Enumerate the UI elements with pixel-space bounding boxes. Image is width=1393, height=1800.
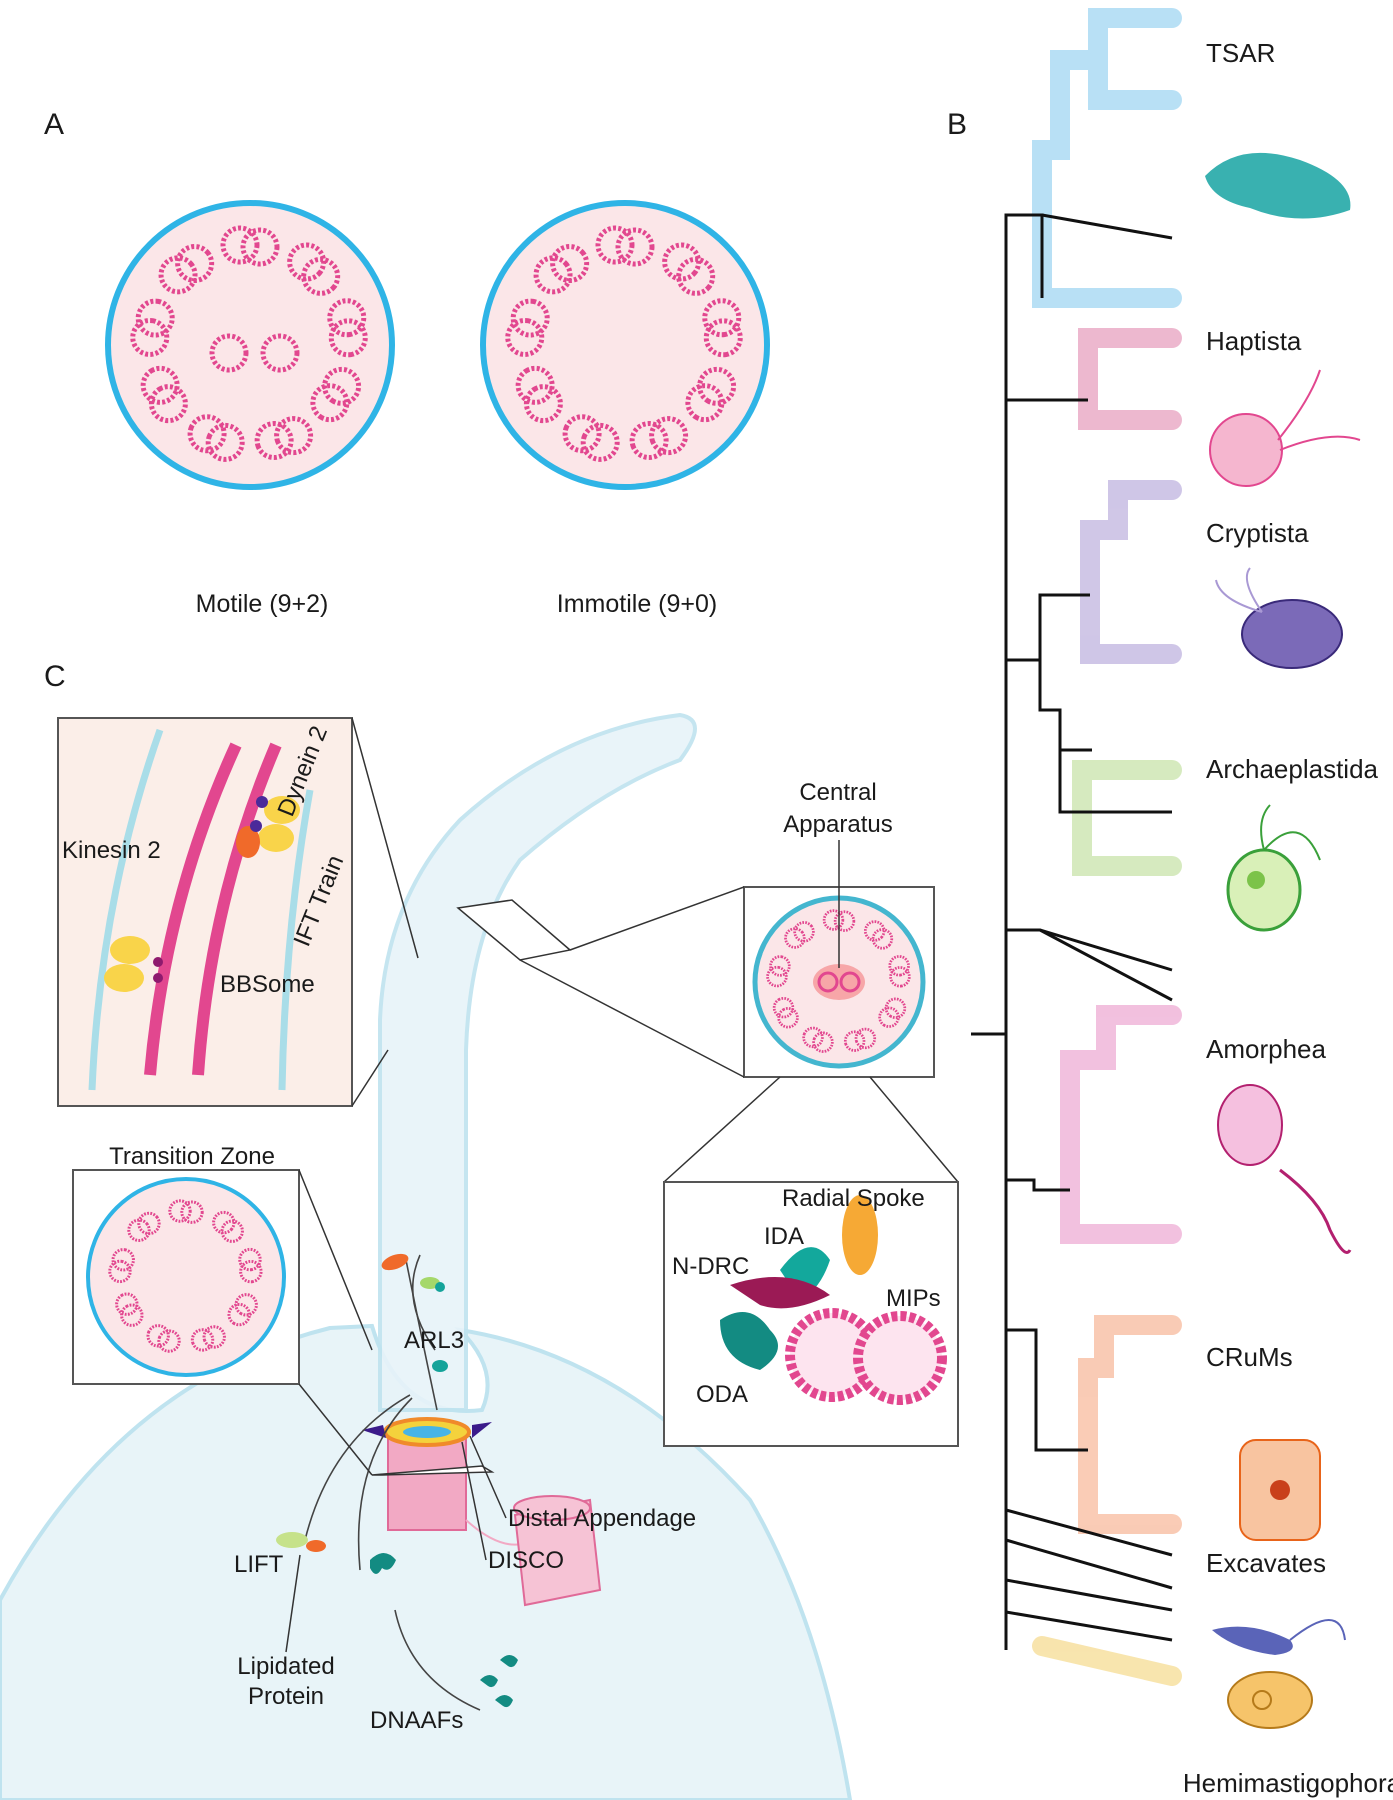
crums-nucleus-icon	[1270, 1480, 1290, 1500]
label-arl3: ARL3	[404, 1327, 464, 1354]
ift-inset	[57, 717, 353, 1107]
transition-zone-inset	[72, 1169, 300, 1385]
clade-label-cryptista: Cryptista	[1206, 518, 1309, 548]
central-apparatus-inset	[743, 886, 935, 1078]
label-lipidated: Lipidated	[237, 1653, 334, 1680]
label-central: Central	[799, 779, 876, 806]
amorphea-cell-icon	[1217, 1084, 1283, 1166]
archaeplastida-flagella-icon	[1260, 804, 1321, 861]
label-oda: ODA	[696, 1381, 748, 1408]
distal-appendage-pointer	[469, 1435, 507, 1519]
immotile-caption: Immotile (9+0)	[557, 590, 717, 618]
clade-label-archaeplastida: Archaeplastida	[1206, 754, 1379, 784]
label-ndrc: N-DRC	[672, 1253, 749, 1280]
clade-label-crums: CRuMs	[1206, 1342, 1293, 1372]
haptista-cell-icon	[1209, 413, 1283, 487]
motile-axoneme	[105, 200, 395, 490]
label-mips: MIPs	[886, 1285, 941, 1312]
amorphea-flagellum-icon	[1279, 1168, 1352, 1254]
panel-label-a: A	[44, 108, 64, 141]
label-disco: DISCO	[488, 1547, 564, 1574]
hemimastigophora-nucleus-icon	[1252, 1690, 1272, 1710]
clade-label-excavates: Excavates	[1206, 1548, 1326, 1578]
clade-label-tsar: TSAR	[1206, 38, 1275, 68]
clade-label-amorphea: Amorphea	[1206, 1034, 1326, 1064]
transport-arrows	[304, 1254, 481, 1711]
cryptista-cell-icon	[1241, 599, 1343, 669]
panel-label-b: B	[947, 108, 967, 141]
label-radial-spoke: Radial Spoke	[782, 1185, 925, 1212]
clade-label-haptista: Haptista	[1206, 326, 1302, 356]
label-dnaafs: DNAAFs	[370, 1707, 463, 1734]
clade-label-hemimastigophora: Hemimastigophora	[1183, 1768, 1393, 1798]
label-apparatus: Apparatus	[783, 811, 892, 838]
haptista-flagella-icon	[1277, 369, 1361, 451]
cryptista-flagella-icon	[1215, 567, 1263, 613]
phylogenetic-tree	[971, 213, 1173, 1650]
label-distal-appendage: Distal Appendage	[508, 1505, 696, 1532]
basal-body	[362, 1417, 541, 1546]
doublet-inset	[663, 1181, 959, 1447]
tsar-ciliate-icon	[1205, 152, 1351, 219]
motile-caption: Motile (9+2)	[196, 590, 329, 618]
disco-pointer	[461, 1441, 487, 1561]
tz-zoom-lines	[298, 1169, 495, 1476]
label-kinesin-2: Kinesin 2	[62, 837, 161, 864]
immotile-axoneme	[480, 200, 770, 490]
excavate-flagellum-icon	[1289, 1619, 1346, 1641]
label-protein: Protein	[248, 1683, 324, 1710]
tree-highlights	[1032, 8, 1182, 1686]
excavate-cell-icon	[1212, 1626, 1293, 1655]
label-bbsome: BBSome	[220, 971, 315, 998]
cargo-proteins	[276, 1253, 518, 1708]
daughter-centriole	[513, 1495, 602, 1607]
ca-zoom-lines	[456, 886, 959, 1183]
lipidated-pointer	[285, 1554, 301, 1653]
ift-zoom-lines	[351, 717, 419, 1107]
archaeplastida-cell-icon	[1226, 848, 1302, 932]
panel-label-c: C	[44, 660, 66, 693]
cell-body	[0, 1323, 853, 1800]
archaeplastida-chloroplast-icon	[1247, 871, 1265, 889]
label-ida: IDA	[764, 1223, 804, 1250]
organism-illustrations	[1205, 152, 1361, 1729]
clade-labels: TSAR Haptista Cryptista Archaeplastida A…	[1183, 38, 1393, 1798]
label-transition-zone: Transition Zone	[109, 1143, 275, 1170]
label-lift: LIFT	[234, 1551, 284, 1578]
cilium	[378, 712, 697, 1412]
